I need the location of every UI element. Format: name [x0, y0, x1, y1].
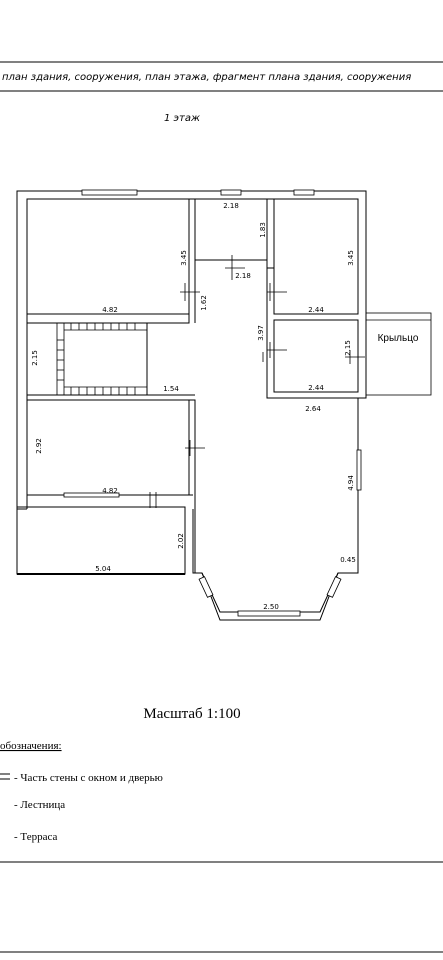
dim-top-center-width: 2.18	[223, 202, 239, 210]
dim-corridor-height: 1.62	[200, 295, 208, 311]
dim-mid-right-width: 2.44	[308, 384, 324, 392]
porch	[365, 312, 432, 396]
windows	[63, 189, 362, 617]
dim-hall-width: 2.64	[305, 405, 321, 413]
dim-top-right-width: 2.44	[308, 306, 324, 314]
dim-lower-left-width: 4.82	[102, 487, 118, 495]
dim-stair-height: 2.15	[31, 350, 39, 366]
legend-item-terrace: - Терраса	[14, 831, 57, 843]
staircase	[56, 323, 147, 395]
dim-terrace-width: 5.04	[95, 565, 111, 573]
legend-title: обозначения:	[0, 740, 62, 752]
scale-label: Масштаб 1:100	[143, 706, 240, 722]
doors	[149, 255, 365, 508]
dim-hall-height: 3.97	[257, 325, 265, 341]
header-strip-text: план здания, сооружения, план этажа, фра…	[2, 72, 411, 83]
legend-item-staircase: - Лестница	[14, 799, 65, 811]
inner-walls	[26, 198, 359, 613]
terrace	[16, 506, 186, 575]
dim-corridor-width: 2.18	[235, 272, 251, 280]
dim-hall-right-height: 4.94	[347, 475, 355, 491]
legend-item-wall-window-door: - Часть стены с окном и дверью	[14, 772, 163, 784]
dim-terrace-height: 2.02	[177, 533, 185, 549]
porch-label: Крыльцо	[378, 333, 419, 344]
dimension-labels: 4.82 3.45 2.18 1.83 2.18 1.62 2.44 3.45 …	[31, 202, 356, 611]
dim-lower-left-height: 2.92	[35, 438, 43, 454]
dim-bay-side: 0.45	[340, 556, 356, 564]
dim-top-right-height: 3.45	[347, 250, 355, 266]
dim-stair-width: 1.54	[163, 385, 179, 393]
dim-top-left-height: 3.45	[180, 250, 188, 266]
wall-window-door-icon	[0, 773, 10, 780]
dim-top-left-width: 4.82	[102, 306, 118, 314]
dim-top-center-height: 1.83	[259, 222, 267, 238]
dim-mid-right-height: 2.15	[344, 340, 352, 356]
dim-bay-width: 2.50	[263, 603, 279, 611]
floor-label: 1 этаж	[164, 113, 200, 124]
